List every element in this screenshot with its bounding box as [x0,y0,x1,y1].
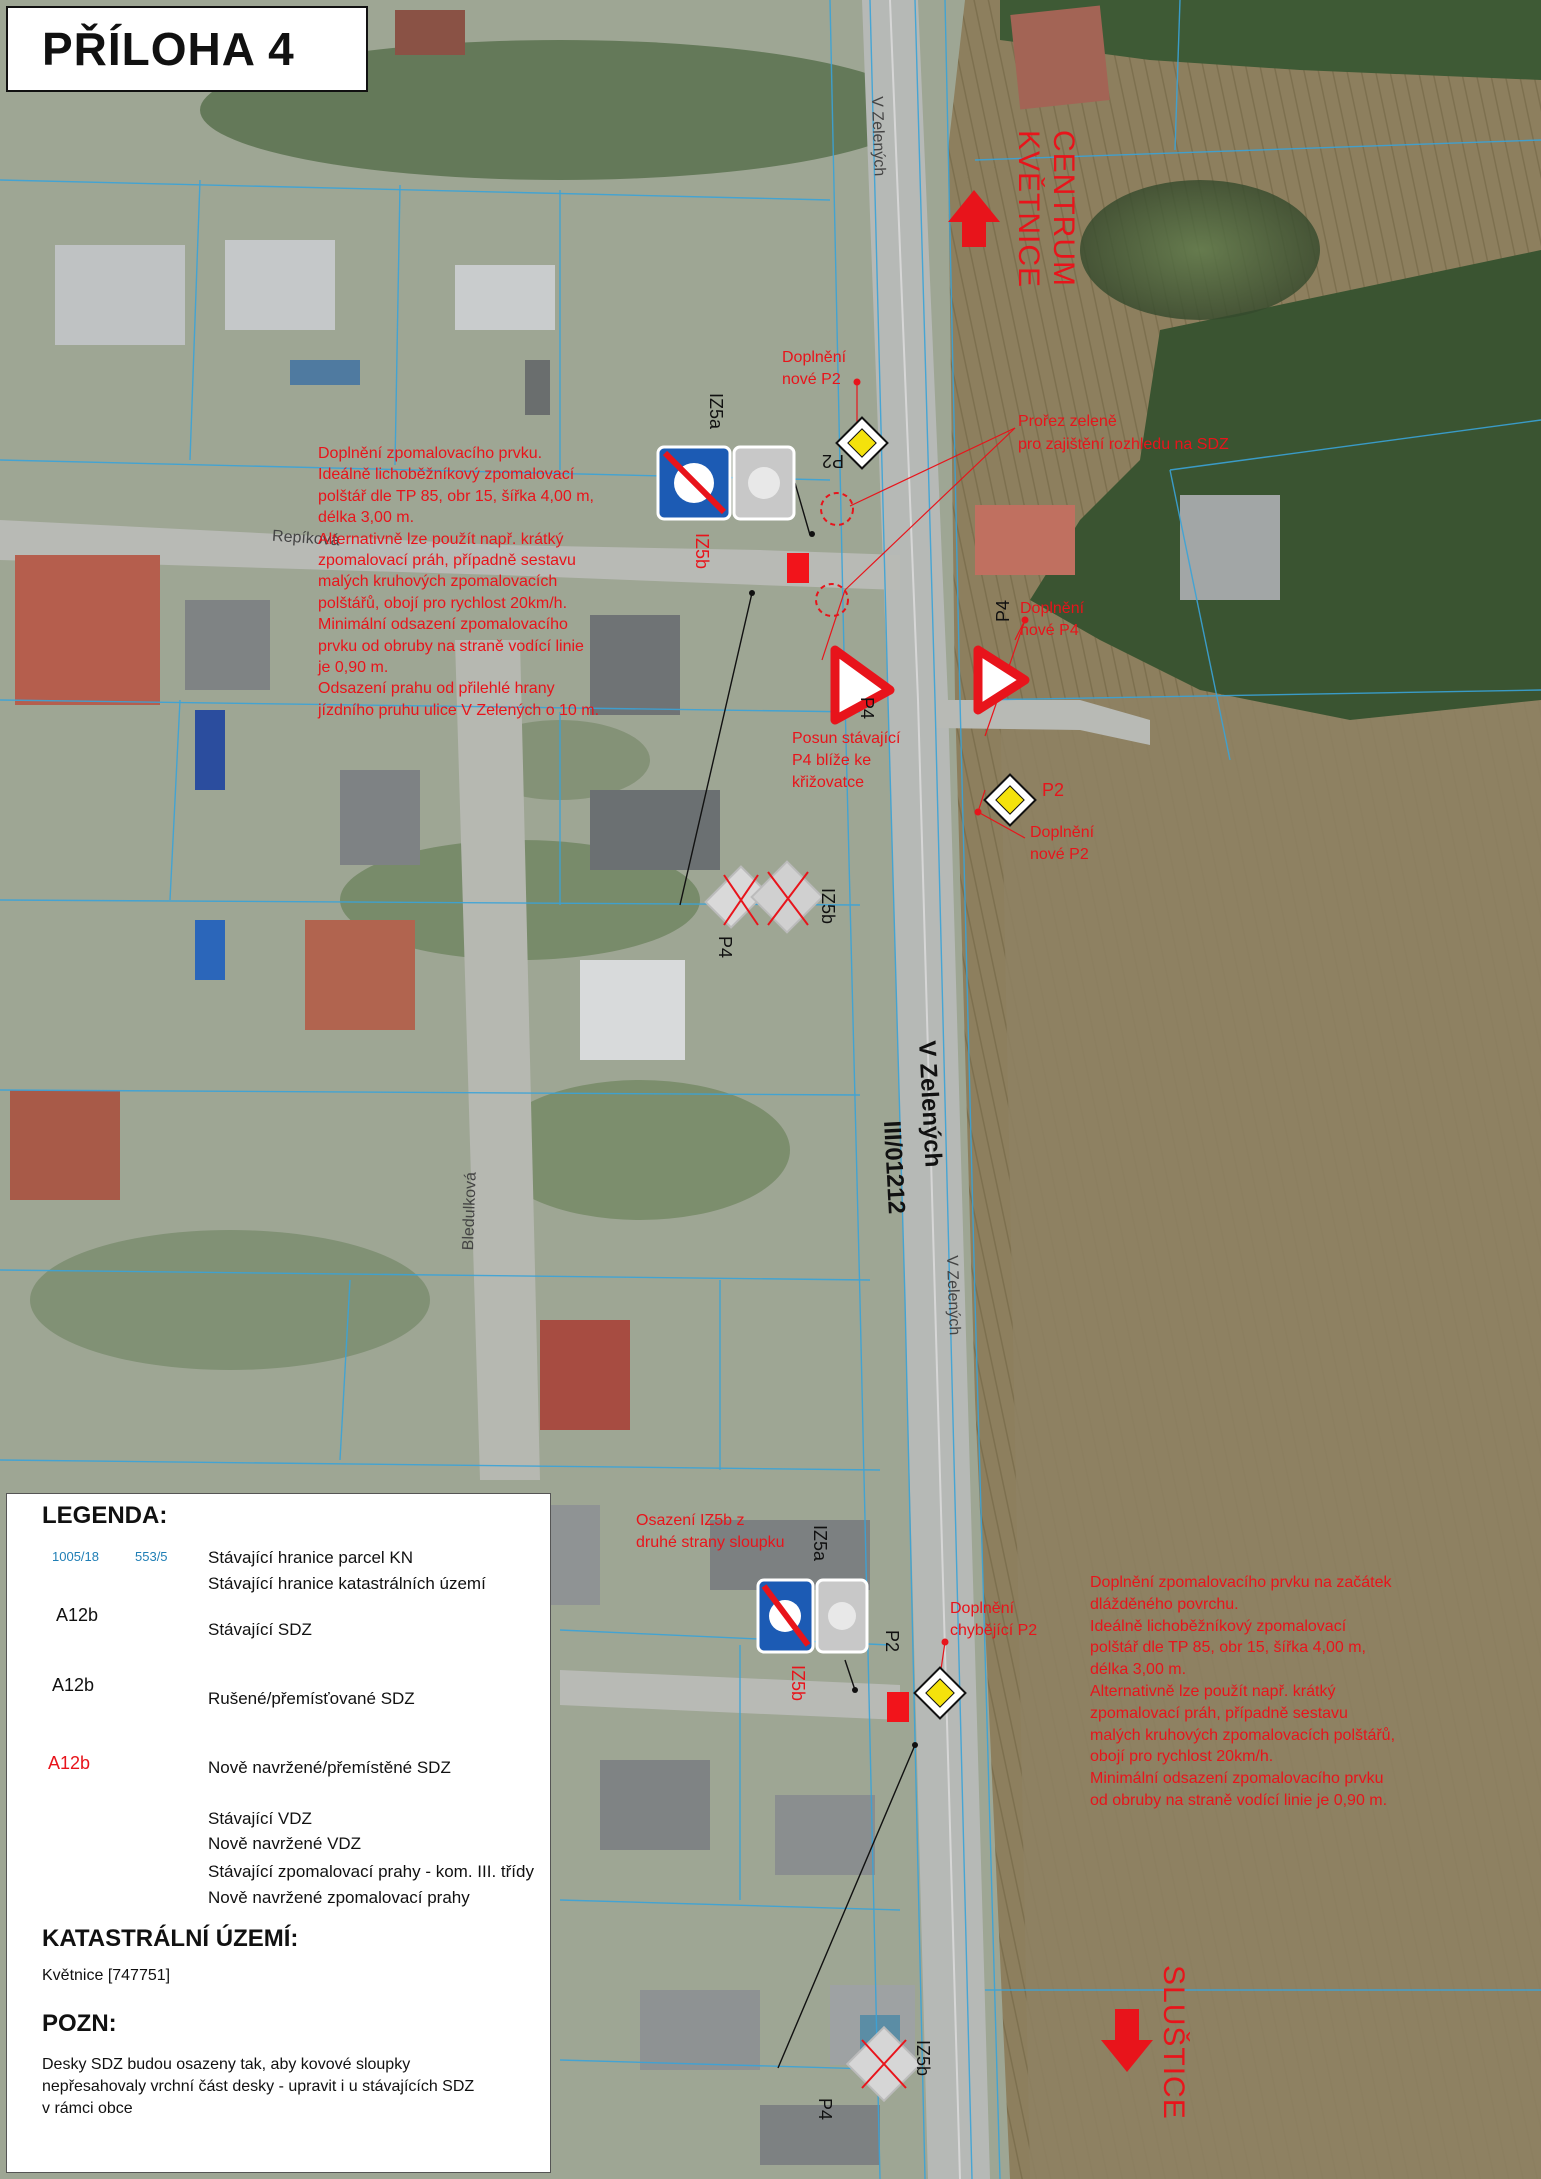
tree-cluster [200,40,920,180]
cancelled-sign-icon [704,860,824,934]
sign-code-iz5b-bottom: IZ5b [788,1665,808,1702]
tree-cluster [490,1080,790,1220]
cadastral-value: Květnice [747751] [42,1967,171,1984]
legend-item-new-vdz: Nově navržené VDZ [208,1834,362,1853]
zone-end-sign-icon [756,1578,815,1654]
sign-code-p4-new-left: P4 [857,697,877,720]
forest-top [1000,0,1541,80]
annotation-doplneni-p2-top: Doplnění nové P2 [782,349,847,388]
legend-parcel-sample-2: 553/5 [135,1549,168,1564]
forest-right [1030,250,1541,720]
sign-code-p4-cancelled: P4 [715,936,735,959]
zone-start-sign-icon [732,445,796,521]
annotation-prorez: Prořez zeleně pro zajištění rozhledu na … [1018,413,1229,453]
title-box: PŘÍLOHA 4 [6,6,368,92]
yield-sign-icon [830,645,895,725]
annotation-doplneni-p4: Doplnění nové P4 [1020,600,1085,639]
legend-parcel-sample-1: 1005/18 [52,1549,99,1564]
priority-road-sign-icon [835,416,889,470]
annotation-speed-bump-bottom: Doplnění zpomalovacího prvku na začátek … [1090,1574,1396,1809]
sign-code-iz5b-bottom-cancelled: IZ5b [913,2040,933,2077]
vegetation-cut-circle [815,583,849,617]
cancelled-sign-icon [845,2025,923,2103]
bledulkova-street [455,640,540,1480]
legend-heading: LEGENDA: [42,1502,168,1529]
legend-item-new-sdz: Nově navržené/přemístěné SDZ [208,1758,451,1777]
sign-code-p2-top: P2 [822,451,845,471]
leader-dots-red [853,378,1029,1646]
houses [10,5,1280,2165]
legend-panel [6,1493,551,2173]
legend-item-existing-vdz: Stávající VDZ [208,1809,312,1828]
speed-bump-top [787,553,809,583]
east-driveway [930,700,1150,745]
page-title: PŘÍLOHA 4 [42,23,295,75]
legend-code-a12b-new: A12b [48,1753,91,1773]
direction-north-line2: KVĚTNICE [1012,130,1045,289]
sign-code-iz5a-top: IZ5a [706,393,726,430]
arrow-up-icon [948,190,1000,247]
direction-south-label: SLUŠTICE [1157,1965,1190,2120]
zone-start-sign-icon [815,1578,869,1654]
zone-end-sign-icon [656,445,732,521]
sign-code-iz5a-bottom: IZ5a [810,1525,830,1562]
leader-dots [749,531,918,1748]
sign-code-p2-mid: P2 [1042,780,1065,800]
legend-item-cadastral-boundary: Stávající hranice katastrálních území [208,1574,486,1593]
tree-cluster [30,1230,430,1370]
annotation-osazeni-iz5b: Osazení IZ5b z druhé strany sloupku [636,1512,785,1551]
annotation-doplneni-p2-mid: Doplnění nové P2 [1030,824,1095,863]
speed-bump-bottom [887,1692,909,1722]
street-label-top: V Zelených [868,96,888,177]
main-road-centerline [889,0,961,2179]
cadastral-heading: KATASTRÁLNÍ ÚZEMÍ: [42,1925,299,1952]
south-street [560,1670,900,1720]
sign-code-iz5b-cancelled: IZ5b [818,888,838,925]
annotation-doplneni-chybejici-p2: Doplnění chybějící P2 [950,1600,1038,1639]
arrow-down-icon [1101,2009,1153,2072]
legend-code-a12b-existing: A12b [56,1605,99,1625]
legend-item-parcel-boundary: Stávající hranice parcel KN [208,1548,414,1567]
annotation-posun-p4: Posun stávající P4 blíže ke křižovatce [792,730,901,791]
tree-cluster [1080,180,1320,320]
legend-item-cancelled-sdz: Rušené/přemísťované SDZ [208,1689,415,1708]
street-label-bledulkova: Bledulková [460,1171,480,1251]
vegetation-cut-circle [820,492,854,526]
direction-north-line1: CENTRUM [1047,130,1080,287]
legend-item-existing-sdz: Stávající SDZ [208,1620,312,1639]
sign-leaders [679,482,916,2069]
sign-code-p2-bottom: P2 [882,1630,902,1653]
street-label-mid: V Zelených [943,1255,963,1336]
note-text: Desky SDZ budou osazeny tak, aby kovové … [42,2056,475,2117]
street-label-main-number: III/01212 [878,1120,910,1215]
yield-sign-icon [973,645,1030,715]
sign-code-p4-new-right: P4 [993,599,1013,622]
legend-item-existing-bumps: Stávající zpomalovací prahy - kom. III. … [208,1862,534,1881]
sign-code-iz5b-top: IZ5b [692,533,712,570]
legend-item-new-bumps: Nově navržené zpomalovací prahy [208,1888,470,1907]
repikova-street [0,520,900,590]
annotation-speed-bump-top: Doplnění zpomalovacího prvku. Ideálně li… [318,445,600,719]
field-east-lower [1000,690,1541,2179]
priority-road-sign-icon [913,1666,967,1720]
priority-road-sign-icon [983,773,1037,827]
legend-code-a12b-cancelled: A12b [52,1675,95,1695]
note-heading: POZN: [42,2010,117,2037]
sign-code-p4-bottom: P4 [815,2098,835,2121]
